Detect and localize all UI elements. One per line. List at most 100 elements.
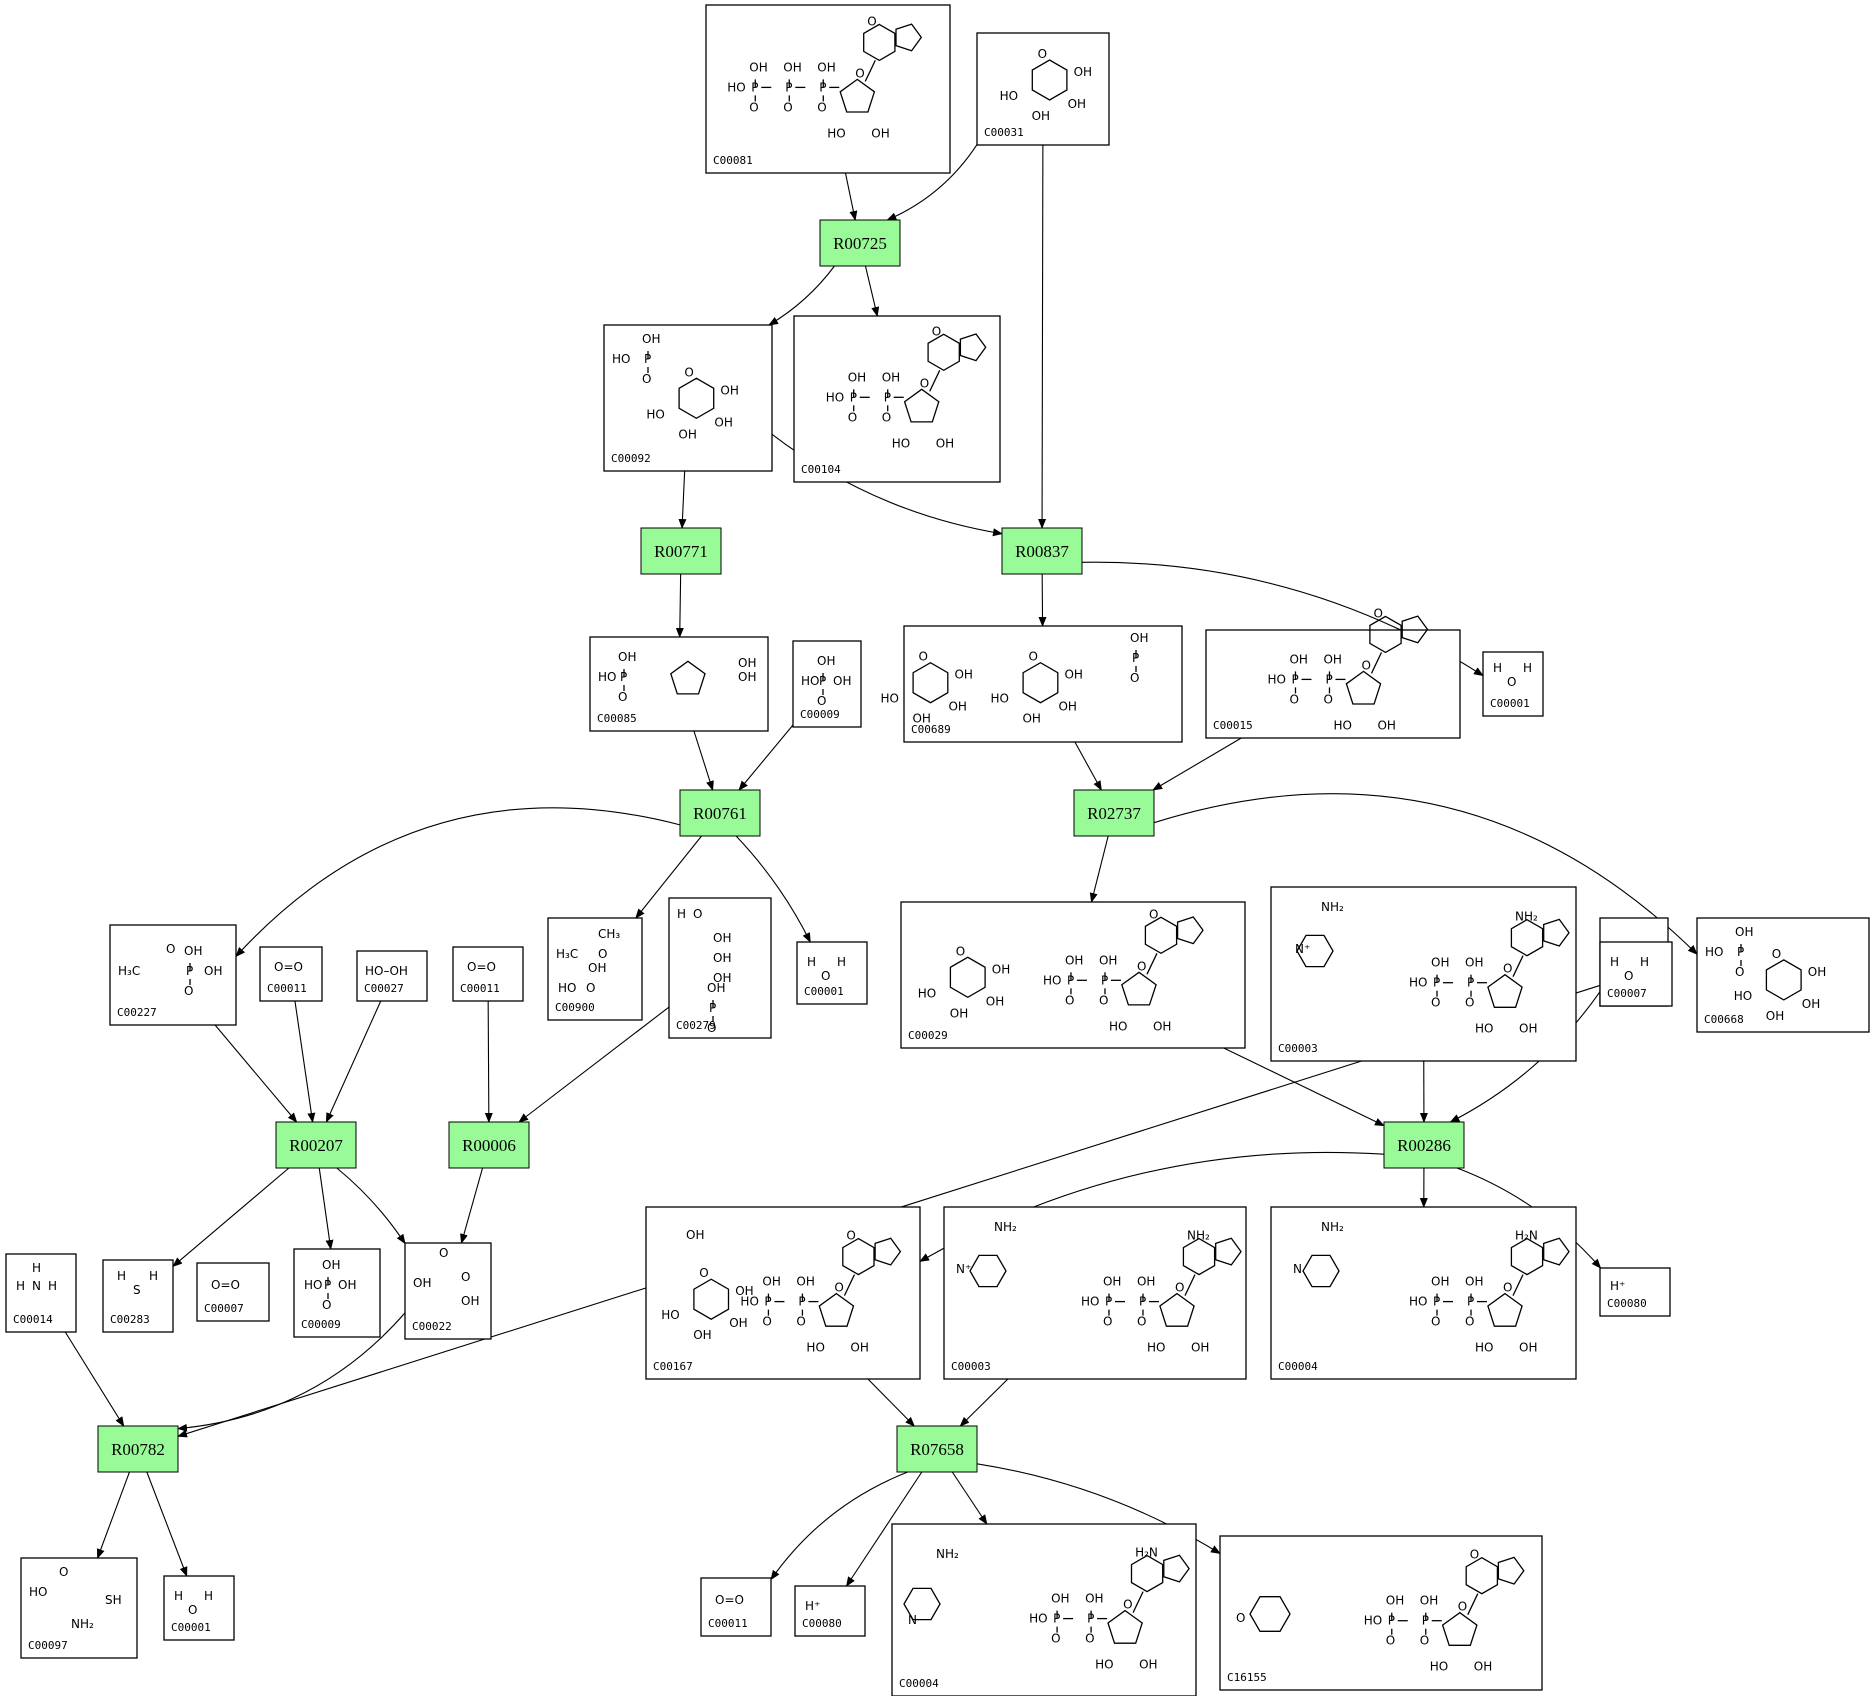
- atom-label: O: [749, 100, 758, 114]
- atom-label: H₂N: [1515, 1229, 1538, 1243]
- compound-id: C00031: [984, 126, 1024, 139]
- ring-bond: [1441, 1611, 1478, 1646]
- ring-bond: [863, 23, 896, 62]
- reaction-R00006[interactable]: R00006: [448, 1121, 530, 1169]
- reaction-R00207[interactable]: R00207: [275, 1121, 357, 1169]
- ring-bond: [927, 333, 960, 372]
- compound-C00004[interactable]: C00004: [1270, 1206, 1577, 1380]
- atom-label: OH: [707, 981, 725, 995]
- compound-C00022[interactable]: C00022: [404, 1242, 492, 1340]
- reaction-R00782[interactable]: R00782: [97, 1425, 179, 1473]
- atom-label: OH: [1465, 1275, 1483, 1289]
- atom-label: OH: [986, 994, 1004, 1008]
- compound-C00031[interactable]: C00031: [976, 32, 1110, 146]
- atom-label: HO: [892, 436, 910, 450]
- edge-arrow: [735, 835, 811, 943]
- atom-label: O=O: [467, 960, 496, 974]
- reaction-box: [819, 219, 901, 267]
- compound-C00085[interactable]: C00085: [589, 636, 769, 732]
- compound-box: [1482, 651, 1544, 717]
- compound-C00900[interactable]: C00900: [547, 917, 643, 1021]
- compound-C00283[interactable]: C00283: [102, 1259, 174, 1333]
- atom-label: N: [1293, 1262, 1302, 1276]
- compound-C00097[interactable]: C00097: [20, 1557, 138, 1659]
- edge-arrow: [678, 470, 687, 529]
- structure-C00011: O=O: [467, 960, 496, 974]
- ring-bond: [1487, 973, 1523, 1008]
- compound-C00011[interactable]: C00011: [259, 946, 323, 1002]
- compound-C00001[interactable]: C00001: [163, 1575, 235, 1641]
- atom-label: NH₂: [71, 1617, 94, 1631]
- compound-C00011[interactable]: C00011: [700, 1577, 772, 1637]
- compound-C00081[interactable]: C00081: [705, 4, 951, 174]
- compound-C00668[interactable]: C00668: [1696, 917, 1870, 1033]
- reaction-R00725[interactable]: R00725: [819, 219, 901, 267]
- compound-box: [794, 1585, 866, 1637]
- compound-C00227[interactable]: C00227: [109, 924, 237, 1026]
- ring-bond: [842, 1237, 875, 1276]
- reaction-R02737[interactable]: R02737: [1073, 789, 1155, 837]
- reaction-R00837[interactable]: R00837: [1001, 527, 1083, 575]
- compound-C00080[interactable]: C00080: [794, 1585, 866, 1637]
- compound-C00029[interactable]: C00029: [900, 901, 1246, 1049]
- compound-C00001[interactable]: C00001: [796, 941, 868, 1005]
- atom-label: CH₃: [598, 927, 620, 941]
- edge-arrow: [845, 1471, 923, 1587]
- atom-label: NH₂: [936, 1547, 959, 1561]
- compound-C00167[interactable]: C00167: [645, 1206, 921, 1380]
- reaction-label: R00761: [693, 804, 747, 823]
- reaction-label: R00725: [833, 234, 887, 253]
- compound-box: [5, 1253, 77, 1333]
- atom-label: O: [918, 650, 927, 664]
- compound-C00092[interactable]: C00092: [603, 324, 773, 472]
- atom-label: OH: [954, 668, 972, 682]
- ring-bond: [959, 333, 987, 362]
- structure-C00007: HOH: [1610, 955, 1649, 983]
- atom-label: O: [322, 1298, 331, 1312]
- atom-label: N⁺: [1295, 942, 1310, 956]
- atom-label: OH: [1465, 956, 1483, 970]
- compound-id: C00689: [911, 723, 951, 736]
- compound-C00104[interactable]: C00104: [793, 315, 1001, 483]
- atom-label: O: [762, 1315, 771, 1329]
- atom-label: N: [908, 1613, 917, 1627]
- compound-C00011[interactable]: C00011: [452, 946, 524, 1002]
- structure-C00027: HO–OH: [365, 964, 408, 978]
- compound-box: [404, 1242, 492, 1340]
- compound-C00004[interactable]: C00004: [891, 1523, 1197, 1696]
- compound-C00003[interactable]: C00003: [1270, 886, 1577, 1062]
- compound-C00279[interactable]: C00279: [668, 897, 772, 1039]
- reaction-R00761[interactable]: R00761: [679, 789, 761, 837]
- atom-label: O: [796, 1315, 805, 1329]
- ring-bond: [1249, 1596, 1291, 1632]
- compound-id: C00080: [1607, 1297, 1647, 1310]
- compound-C00009[interactable]: C00009: [792, 640, 862, 728]
- ring-bond: [949, 956, 986, 999]
- reaction-R00286[interactable]: R00286: [1383, 1121, 1465, 1169]
- compound-C00001[interactable]: C00001: [1482, 651, 1544, 717]
- atom-label: OH: [729, 1316, 747, 1330]
- compound-C00014[interactable]: C00014: [5, 1253, 77, 1333]
- compound-C00015[interactable]: C00015: [1205, 629, 1461, 739]
- compound-C00009[interactable]: C00009: [293, 1248, 381, 1338]
- atom-label: OH: [1289, 652, 1307, 666]
- compound-C00689[interactable]: C00689: [903, 625, 1183, 743]
- atom-label: OH: [871, 126, 889, 140]
- compound-box: [792, 640, 862, 728]
- reaction-R07658[interactable]: R07658: [896, 1425, 978, 1473]
- atom-label: H: [48, 1279, 57, 1293]
- compound-C00080[interactable]: C00080: [1599, 1267, 1671, 1317]
- compound-C00007[interactable]: C00007: [196, 1262, 270, 1322]
- compound-box: [668, 897, 772, 1039]
- compound-id: C00015: [1213, 719, 1253, 732]
- atom-label: OH: [461, 1294, 479, 1308]
- compound-C00003[interactable]: C00003: [943, 1206, 1247, 1380]
- reaction-R00771[interactable]: R00771: [640, 527, 722, 575]
- compound-C00027[interactable]: C00027: [356, 950, 428, 1002]
- compound-id: C00081: [713, 154, 753, 167]
- compound-C00007[interactable]: C00007: [1599, 941, 1673, 1007]
- structure-C00011: O=O: [715, 1593, 744, 1607]
- edge-arrow: [336, 1167, 406, 1245]
